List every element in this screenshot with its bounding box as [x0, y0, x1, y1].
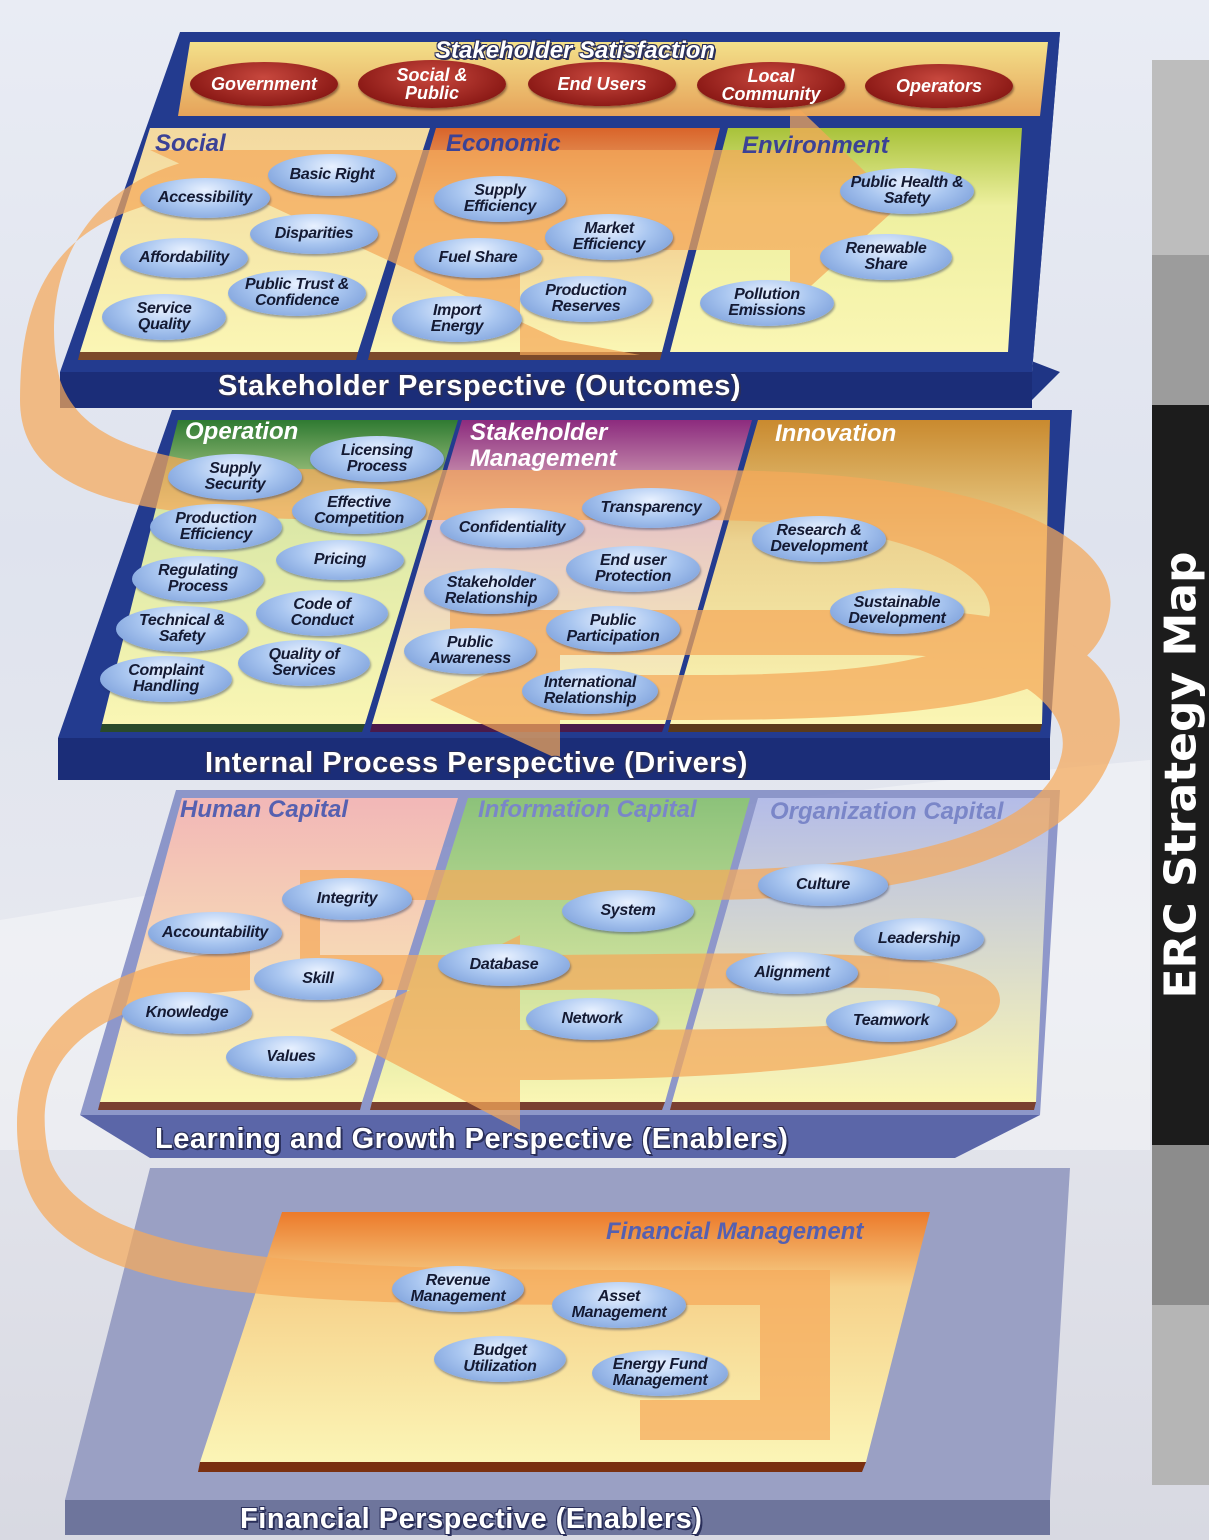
sidebar-band-1	[1152, 60, 1209, 255]
sidebar-title: ERC Strategy Map	[1152, 405, 1209, 1145]
operation-regulating-process: Regulating Process	[132, 556, 264, 602]
human-accountability: Accountability	[148, 912, 282, 954]
satisfaction-end-users: End Users	[528, 62, 676, 106]
operation-complaint-handling: Complaint Handling	[100, 656, 232, 702]
environment-pollution-emissions: Pollution Emissions	[700, 280, 834, 326]
stkm-stakeholder-relationship: Stakeholder Relationship	[424, 568, 558, 614]
operation-licensing-process: Licensing Process	[310, 436, 444, 482]
social-public-trust: Public Trust & Confidence	[228, 270, 366, 316]
internal-process-perspective-title: Internal Process Perspective (Drivers)	[205, 747, 748, 779]
fin-revenue-management: Revenue Management	[392, 1266, 524, 1312]
stkm-transparency: Transparency	[582, 488, 720, 528]
social-service-quality: Service Quality	[102, 294, 226, 340]
stkm-confidentiality: Confidentiality	[440, 508, 584, 548]
human-values: Values	[226, 1036, 356, 1078]
operation-pricing: Pricing	[276, 540, 404, 580]
sidebar-band-4	[1152, 1305, 1209, 1485]
org-culture: Culture	[758, 864, 888, 906]
environment-renewable-share: Renewable Share	[820, 234, 952, 280]
innovation-sustainable-development: Sustainable Development	[830, 588, 964, 634]
economic-production-reserves: Production Reserves	[520, 276, 652, 322]
sidebar-band-2	[1152, 255, 1209, 405]
fin-budget-utilization: Budget Utilization	[434, 1336, 566, 1382]
innovation-research-development: Research & Development	[752, 516, 886, 562]
economic-fuel-share: Fuel Share	[414, 238, 542, 278]
operation-heading: Operation	[185, 418, 299, 445]
organization-capital-heading: Organization Capital	[770, 798, 1004, 825]
human-skill: Skill	[254, 958, 382, 1000]
fin-energy-fund-management: Energy Fund Management	[592, 1350, 728, 1396]
operation-quality-of-services: Quality of Services	[238, 640, 370, 686]
economic-import-energy: Import Energy	[392, 296, 522, 342]
org-teamwork: Teamwork	[826, 1000, 956, 1042]
operation-supply-security: Supply Security	[168, 454, 302, 500]
social-affordability: Affordability	[120, 238, 248, 278]
operation-production-efficiency: Production Efficiency	[150, 504, 282, 550]
learning-growth-perspective-title: Learning and Growth Perspective (Enabler…	[155, 1123, 789, 1155]
stkm-public-participation: Public Participation	[546, 606, 680, 652]
environment-heading: Environment	[742, 132, 889, 159]
stkm-end-user-protection: End user Protection	[566, 546, 700, 592]
operation-code-of-conduct: Code of Conduct	[256, 590, 388, 636]
social-heading: Social	[155, 130, 226, 157]
sidebar-band-3	[1152, 1145, 1209, 1305]
info-database: Database	[438, 944, 570, 986]
info-system: System	[562, 890, 694, 932]
stakeholder-perspective-title: Stakeholder Perspective (Outcomes)	[218, 370, 742, 402]
satisfaction-operators: Operators	[865, 64, 1013, 108]
human-integrity: Integrity	[282, 878, 412, 920]
social-accessibility: Accessibility	[140, 178, 270, 218]
fin-asset-management: Asset Management	[552, 1282, 686, 1328]
satisfaction-local-community: Local Community	[697, 62, 845, 108]
social-disparities: Disparities	[250, 214, 378, 254]
stkm-public-awareness: Public Awareness	[404, 628, 536, 674]
info-network: Network	[526, 998, 658, 1040]
social-basic-right: Basic Right	[268, 154, 396, 196]
human-capital-heading: Human Capital	[180, 796, 349, 823]
financial-perspective-title: Financial Perspective (Enablers)	[240, 1503, 703, 1535]
economic-heading: Economic	[446, 130, 561, 157]
operation-technical-safety: Technical & Safety	[116, 606, 248, 652]
satisfaction-government: Government	[190, 62, 338, 106]
economic-market-efficiency: Market Efficiency	[545, 214, 673, 260]
environment-public-health: Public Health & Safety	[840, 168, 974, 214]
human-knowledge: Knowledge	[122, 992, 252, 1034]
information-capital-heading: Information Capital	[478, 796, 697, 823]
org-alignment: Alignment	[726, 952, 858, 994]
economic-supply-efficiency: Supply Efficiency	[434, 176, 566, 222]
org-leadership: Leadership	[854, 918, 984, 960]
stakeholder-satisfaction-title: Stakeholder Satisfaction	[435, 37, 716, 64]
satisfaction-social-public: Social & Public	[358, 60, 506, 108]
innovation-heading: Innovation	[775, 420, 897, 447]
operation-effective-competition: Effective Competition	[292, 488, 426, 534]
stakeholder-management-heading: Stakeholder Management	[470, 419, 617, 472]
financial-management-heading: Financial Management	[606, 1218, 864, 1245]
stkm-international-relationship: International Relationship	[522, 668, 658, 714]
